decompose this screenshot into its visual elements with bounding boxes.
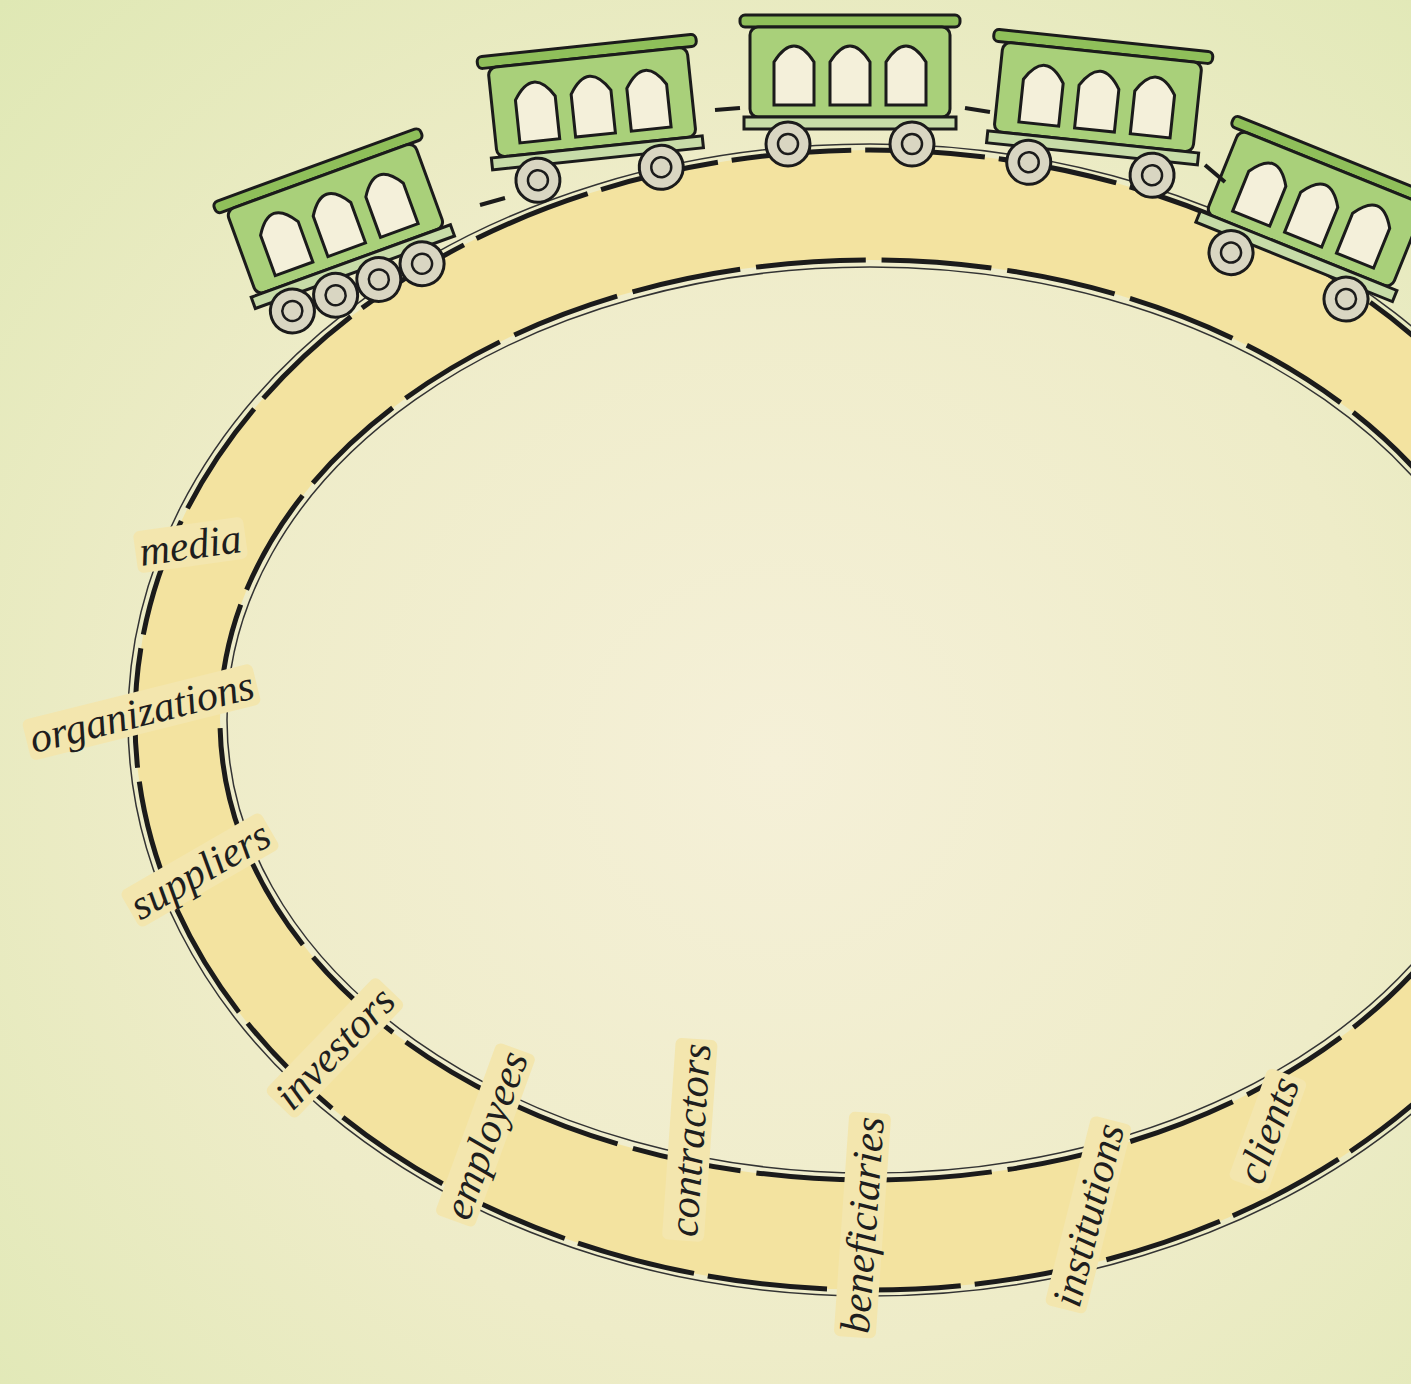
car-part [774, 46, 814, 105]
car-part [1075, 69, 1121, 132]
car-part [625, 68, 671, 131]
car-part [527, 169, 549, 191]
coupling [480, 108, 1225, 205]
car-part [778, 134, 798, 154]
car-part [307, 267, 363, 323]
car-part [264, 283, 320, 339]
track-band [135, 150, 1411, 1290]
car-part [1141, 164, 1163, 186]
car-part [1128, 151, 1176, 199]
car-part [569, 74, 615, 137]
car-part [1130, 75, 1176, 138]
car-part [1337, 198, 1396, 268]
train-cars [213, 15, 1411, 345]
car-part [750, 27, 950, 117]
car-part [514, 80, 560, 143]
car-part [1285, 177, 1344, 247]
car-part [255, 207, 313, 276]
car-part [830, 46, 870, 105]
car-part [323, 282, 349, 308]
car-part [514, 156, 562, 204]
car-part [394, 236, 450, 292]
car-part [1202, 224, 1259, 281]
car-part [637, 143, 685, 191]
car-part [902, 134, 922, 154]
car-part [366, 267, 392, 293]
car-part [1005, 138, 1053, 186]
car-part [1018, 151, 1040, 173]
car-part [766, 122, 810, 166]
car-part [650, 156, 672, 178]
car-part [280, 298, 306, 324]
outer-rail [135, 150, 1411, 1290]
car-part [409, 251, 435, 277]
inner-rail [220, 260, 1411, 1180]
car-part [360, 168, 418, 237]
train-car [1178, 115, 1411, 337]
car-part [308, 187, 366, 256]
outer-rail-line [128, 144, 1411, 1296]
car-part [890, 122, 934, 166]
train-car [477, 34, 712, 207]
train-car [740, 15, 960, 166]
car-part [1233, 156, 1292, 226]
car-part [886, 46, 926, 105]
train-car [979, 29, 1214, 202]
inner-rail-line [227, 267, 1411, 1173]
train-car [213, 128, 471, 345]
car-part [351, 251, 407, 307]
car-part [1019, 63, 1065, 126]
car-part [1218, 240, 1244, 266]
car-part [1333, 286, 1359, 312]
car-part [740, 15, 960, 27]
car-part [1317, 270, 1374, 327]
